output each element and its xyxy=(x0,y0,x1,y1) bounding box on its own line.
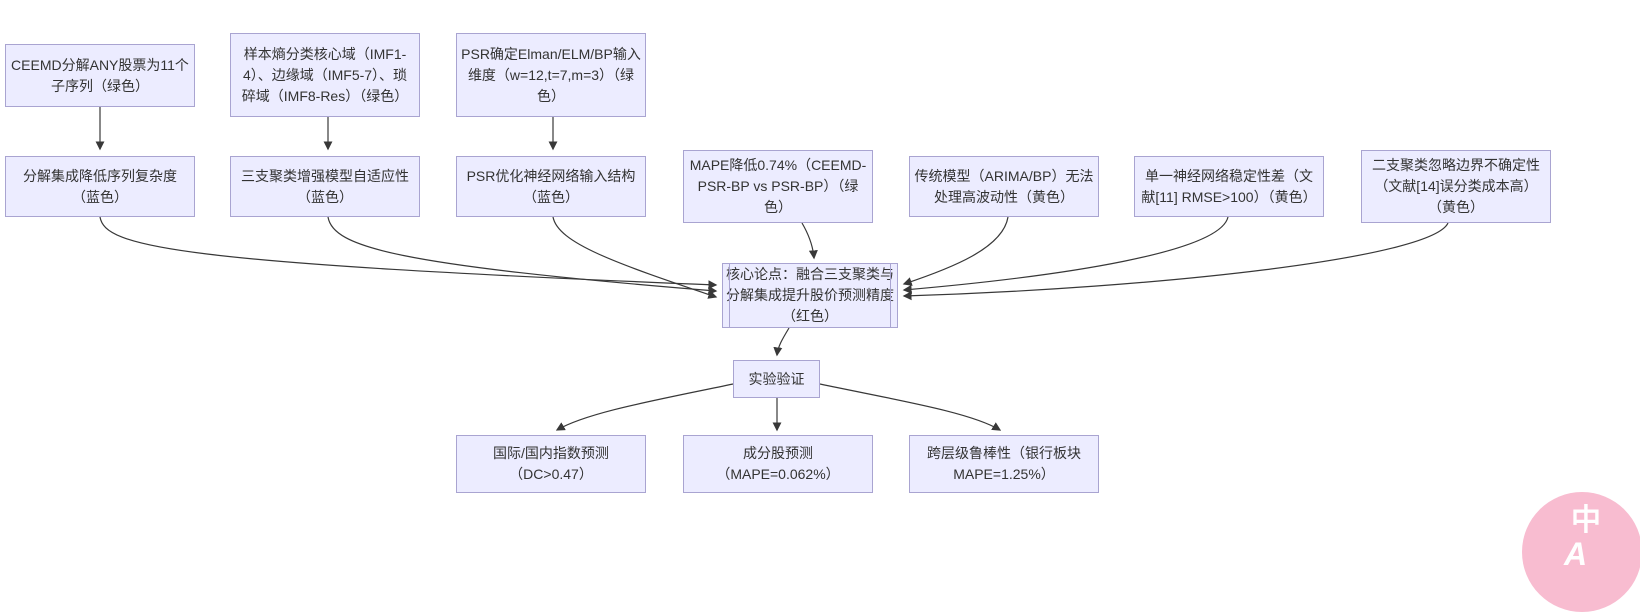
node-line: MAPE=1.25%） xyxy=(953,466,1055,482)
node-core-thesis: 核心论点：融合三支聚类与 分解集成提升股价预测精度 （红色） xyxy=(722,263,898,328)
node-line: （MAPE=0.062%） xyxy=(716,466,840,482)
node-line: （红色） xyxy=(782,308,838,324)
edge-decompose-core xyxy=(99,216,718,290)
node-line: 国际/国内指数预测 xyxy=(493,445,609,461)
node-line: 维度（w=12,t=7,m=3）（绿 xyxy=(467,66,635,83)
node-experiment-validation: 实验验证 xyxy=(733,360,820,398)
node-traditional-model-limits: 传统模型（ARIMA/BP）无法 处理高波动性（黄色） xyxy=(909,156,1099,217)
node-line: 色） xyxy=(764,199,792,215)
node-line: （蓝色） xyxy=(523,188,579,205)
node-line: （蓝色） xyxy=(72,188,128,205)
node-single-nn-instability: 单一神经网络稳定性差（文 献[11] RMSE>100）（黄色） xyxy=(1134,156,1324,217)
edge-experiment-robust xyxy=(819,383,1002,431)
node-line: 处理高波动性（黄色） xyxy=(934,188,1074,205)
node-line: 4）、边缘域（IMF5-7）、琐 xyxy=(242,66,408,83)
node-line: CEEMD分解ANY股票为11个 xyxy=(11,56,189,73)
node-line: 核心论点：融合三支聚类与 xyxy=(726,266,894,282)
flowchart-canvas: CEEMD分解ANY股票为11个 子序列（绿色） 样本熵分类核心域（IMF1- … xyxy=(5,33,1640,612)
node-line: 子序列（绿色） xyxy=(51,77,149,94)
node-sample-entropy: 样本熵分类核心域（IMF1- 4）、边缘域（IMF5-7）、琐 碎域（IMF8-… xyxy=(230,33,420,117)
node-psr-optimization: PSR优化神经网络输入结构 （蓝色） xyxy=(456,156,646,217)
node-line: PSR确定Elman/ELM/BP输入 xyxy=(461,45,641,62)
edge-traditional-core xyxy=(902,216,1009,286)
node-line: 二支聚类忽略边界不确定性 xyxy=(1372,157,1540,173)
node-line: 单一神经网络稳定性差（文 xyxy=(1145,167,1313,184)
node-line: 样本熵分类核心域（IMF1- xyxy=(243,45,407,62)
translate-badge-button[interactable]: 中 A xyxy=(1522,492,1640,612)
node-line: MAPE降低0.74%（CEEMD- xyxy=(689,157,867,173)
node-psr-input-dimension: PSR确定Elman/ELM/BP输入 维度（w=12,t=7,m=3）（绿 色… xyxy=(456,33,646,117)
translate-en-glyph: A xyxy=(1564,536,1588,572)
node-line: （文献[14]误分类成本高） xyxy=(1374,178,1538,194)
node-line: 分解集成降低序列复杂度 xyxy=(23,167,177,184)
node-line: PSR-BP vs PSR-BP）（绿 xyxy=(697,178,859,194)
node-constituent-stock-prediction: 成分股预测 （MAPE=0.062%） xyxy=(683,435,873,493)
node-line: 实验验证 xyxy=(748,370,805,387)
edge-threeway-core xyxy=(327,216,718,295)
edge-twoway-core xyxy=(902,222,1449,301)
node-line: （蓝色） xyxy=(297,188,353,205)
edge-core-experiment xyxy=(773,327,790,357)
edge-experiment-index xyxy=(555,383,734,431)
node-threeway-clustering: 三支聚类增强模型自适应性 （蓝色） xyxy=(230,156,420,217)
node-ceemd-decomposition: CEEMD分解ANY股票为11个 子序列（绿色） xyxy=(5,44,195,107)
node-line: PSR优化神经网络输入结构 xyxy=(466,167,636,184)
node-decompose-integration: 分解集成降低序列复杂度 （蓝色） xyxy=(5,156,195,217)
node-line: 三支聚类增强模型自适应性 xyxy=(241,167,409,184)
edge-psropt-core xyxy=(552,216,718,299)
node-line: 献[11] RMSE>100）（黄色） xyxy=(1141,188,1317,205)
node-line: 色） xyxy=(537,87,565,104)
node-line: 成分股预测 xyxy=(743,445,813,461)
node-line: 跨层级鲁棒性（银行板块 xyxy=(927,445,1081,461)
node-twoway-clustering-limits: 二支聚类忽略边界不确定性 （文献[14]误分类成本高） （黄色） xyxy=(1361,150,1551,223)
edge-singlenn-core xyxy=(902,216,1229,294)
node-line: （DC>0.47） xyxy=(509,466,593,482)
node-line: 传统模型（ARIMA/BP）无法 xyxy=(914,167,1094,184)
node-cross-level-robustness: 跨层级鲁棒性（银行板块 MAPE=1.25%） xyxy=(909,435,1099,493)
node-index-prediction: 国际/国内指数预测 （DC>0.47） xyxy=(456,435,646,493)
edge-mape-core xyxy=(801,222,818,260)
node-mape-reduction: MAPE降低0.74%（CEEMD- PSR-BP vs PSR-BP）（绿 色… xyxy=(683,150,873,223)
node-line: 分解集成提升股价预测精度 xyxy=(726,287,894,303)
node-line: 碎域（IMF8-Res）（绿色） xyxy=(241,87,409,104)
translate-zh-glyph: 中 xyxy=(1571,504,1601,537)
node-line: （黄色） xyxy=(1428,199,1484,215)
